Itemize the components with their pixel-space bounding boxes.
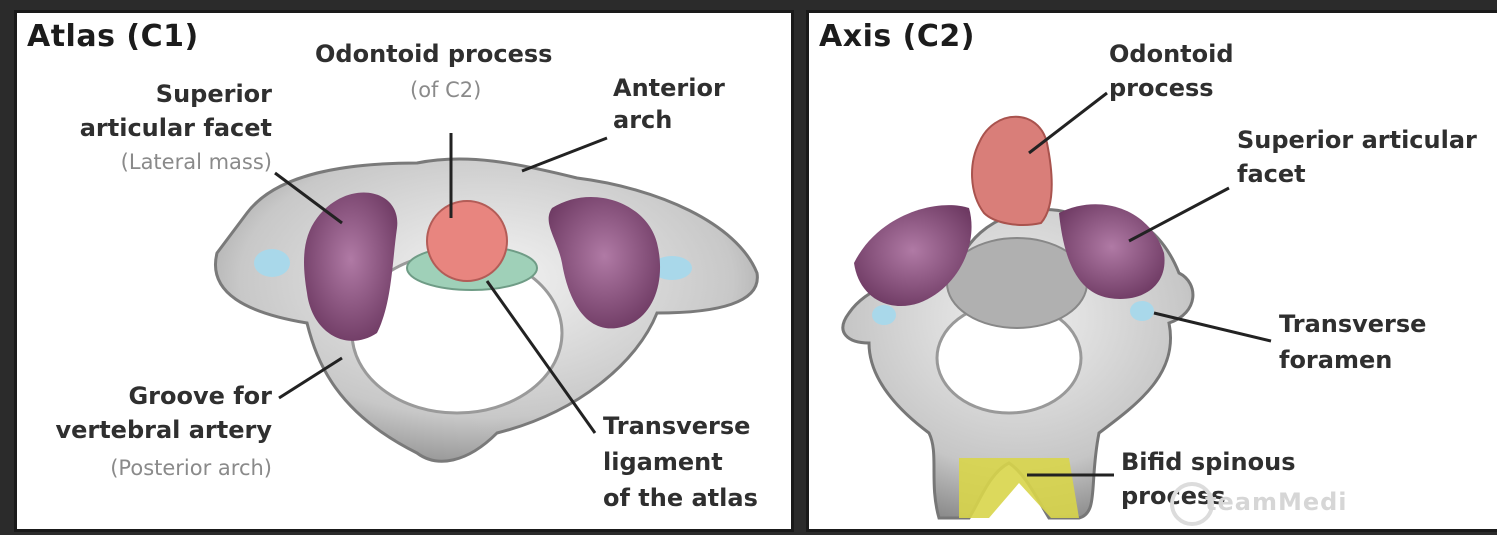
axis-panel: Axis (C2) Odontoid process Superior arti…	[806, 10, 1497, 532]
label-odontoid-note: (of C2)	[410, 75, 481, 105]
axis-dens-body	[947, 238, 1087, 328]
atlas-leader-anterior-arch	[522, 138, 607, 171]
label-transverse-ligament-3: of the atlas	[603, 481, 758, 515]
label-anterior-arch-1: Anterior	[613, 71, 725, 105]
atlas-odontoid	[427, 201, 507, 281]
atlas-panel: Atlas (C1) Odontoid process (of C2) Supe…	[14, 10, 794, 532]
axis-odontoid	[972, 117, 1052, 225]
axis-leader-facet	[1129, 188, 1229, 241]
label-axis-superior-facet-2: facet	[1237, 157, 1306, 191]
label-groove-2: vertebral artery	[17, 413, 272, 447]
label-anterior-arch-2: arch	[613, 103, 672, 137]
label-odontoid-process: Odontoid process	[315, 37, 552, 71]
label-axis-transverse-foramen-2: foramen	[1279, 343, 1392, 377]
label-axis-superior-facet-1: Superior articular	[1237, 123, 1477, 157]
label-axis-bifid-1: Bifid spinous	[1121, 445, 1295, 479]
watermark-text: teamMedi	[1205, 488, 1348, 516]
label-posterior-arch: (Posterior arch)	[37, 453, 272, 483]
label-axis-odontoid-2: process	[1109, 71, 1214, 105]
atlas-transverse-foramen-left	[254, 249, 290, 277]
label-groove-1: Groove for	[57, 379, 272, 413]
label-superior-facet-2: articular facet	[47, 111, 272, 145]
axis-bifid-spinous	[959, 458, 1079, 518]
axis-transverse-foramen-right	[1130, 301, 1154, 321]
axis-leader-odontoid	[1029, 93, 1107, 153]
label-axis-odontoid-1: Odontoid	[1109, 37, 1234, 71]
axis-transverse-foramen-left	[872, 305, 896, 325]
axis-title: Axis (C2)	[819, 19, 975, 54]
label-transverse-ligament-1: Transverse	[603, 409, 750, 443]
label-lateral-mass: (Lateral mass)	[57, 147, 272, 177]
atlas-title: Atlas (C1)	[27, 19, 199, 54]
label-axis-transverse-foramen-1: Transverse	[1279, 307, 1426, 341]
label-transverse-ligament-2: ligament	[603, 445, 723, 479]
label-superior-facet-1: Superior	[137, 77, 272, 111]
